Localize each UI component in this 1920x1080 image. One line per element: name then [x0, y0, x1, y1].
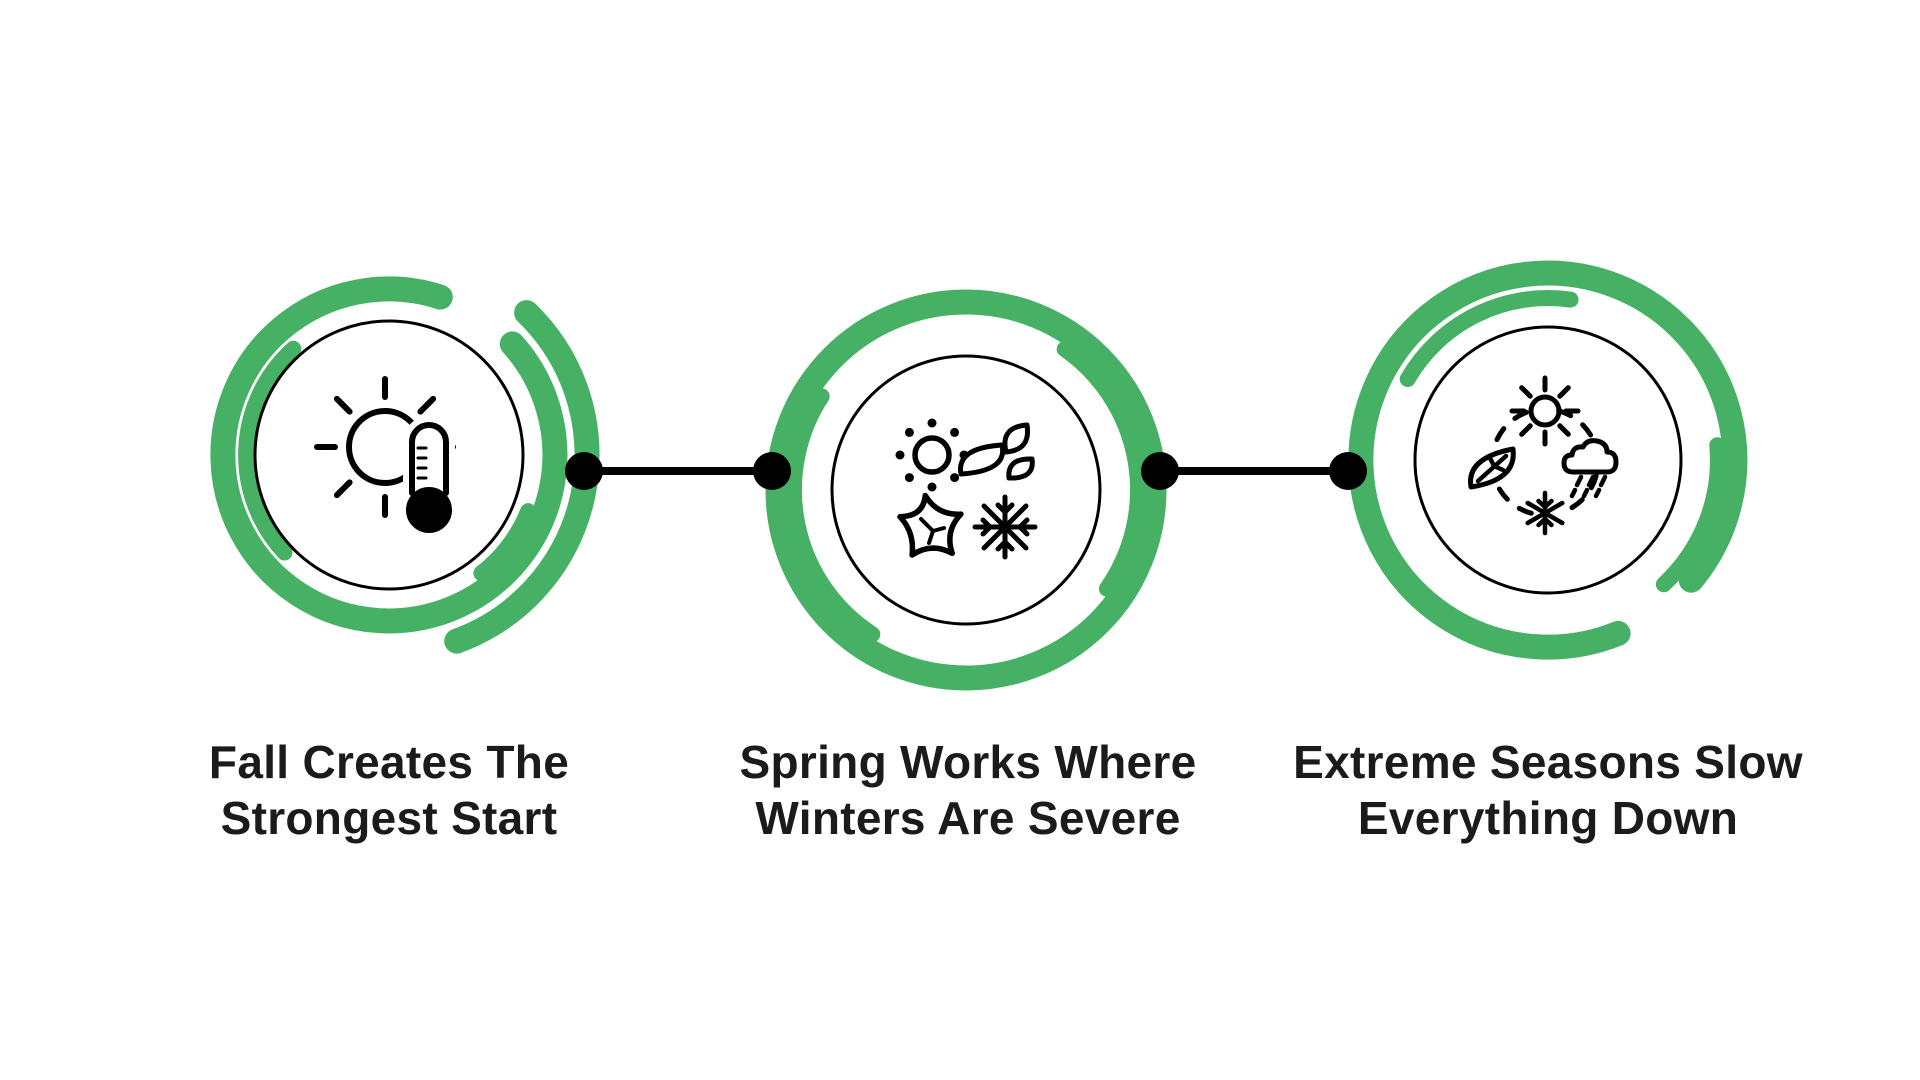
- thermometer-tube: [409, 422, 449, 496]
- snowflake-icon: [972, 494, 1038, 560]
- connector-1: [565, 452, 791, 490]
- cycle-rain-cloud-icon: [1561, 438, 1619, 499]
- step-1-label-line-2: Strongest Start: [220, 792, 558, 844]
- step-1-ring-inner-left: [238, 340, 302, 561]
- step-3-label-line-1: Extreme Seasons Slow: [1293, 736, 1803, 788]
- step-3-ring-inner-top: [1399, 290, 1579, 387]
- cycle-sun-icon: [1509, 375, 1581, 447]
- connector-2-dot-left: [1141, 452, 1179, 490]
- step-1-rings: [210, 276, 600, 654]
- thermometer-bulb: [406, 487, 452, 533]
- step-1-label-line-1: Fall Creates The: [208, 736, 570, 788]
- step-1-ring-outer-right: [444, 300, 600, 654]
- step-1-ring-inner-right: [473, 503, 537, 582]
- step-3-label-line-2: Everything Down: [1357, 792, 1739, 844]
- step-2-label: Spring Works Where Winters Are Severe: [658, 734, 1278, 846]
- rain-drops: [1569, 474, 1608, 499]
- connector-1-dot-left: [565, 452, 603, 490]
- seasons-cycle-icon: [1468, 375, 1619, 536]
- step-3-rings: [1348, 260, 1748, 660]
- step-2-label-line-1: Spring Works Where: [739, 736, 1197, 788]
- step-3-circle: [1413, 325, 1683, 595]
- connector-1-dot-right: [753, 452, 791, 490]
- four-seasons-icon: [895, 418, 1038, 560]
- step-2-label-line-2: Winters Are Severe: [755, 792, 1181, 844]
- step-3-ring-inner-right: [1655, 437, 1726, 593]
- cycle-snowflake-icon: [1525, 490, 1565, 536]
- ivy-leaf-icon: [897, 492, 964, 558]
- step-2-ring-inner-left: [785, 388, 881, 643]
- sun-thermometer-icon: [314, 376, 456, 537]
- step-2-rings: [765, 289, 1167, 691]
- cycle-leaf-icon: [1468, 446, 1516, 490]
- step-1-circle: [253, 319, 525, 591]
- thermometer-ticks: [416, 446, 428, 480]
- connector-2-dot-right: [1329, 452, 1367, 490]
- step-1-label: Fall Creates The Strongest Start: [79, 734, 699, 846]
- leaves-icon: [958, 422, 1035, 481]
- step-2-ring-inner-right: [1056, 341, 1147, 597]
- step-3-ring-main: [1348, 260, 1748, 660]
- step-2-ring-main: [765, 289, 1167, 691]
- connector-2: [1141, 452, 1367, 490]
- step-3-label: Extreme Seasons Slow Everything Down: [1238, 734, 1858, 846]
- step-1-ring-main: [210, 276, 568, 634]
- cycle-dashed-ring: [1494, 408, 1599, 516]
- step-2-circle: [830, 354, 1102, 626]
